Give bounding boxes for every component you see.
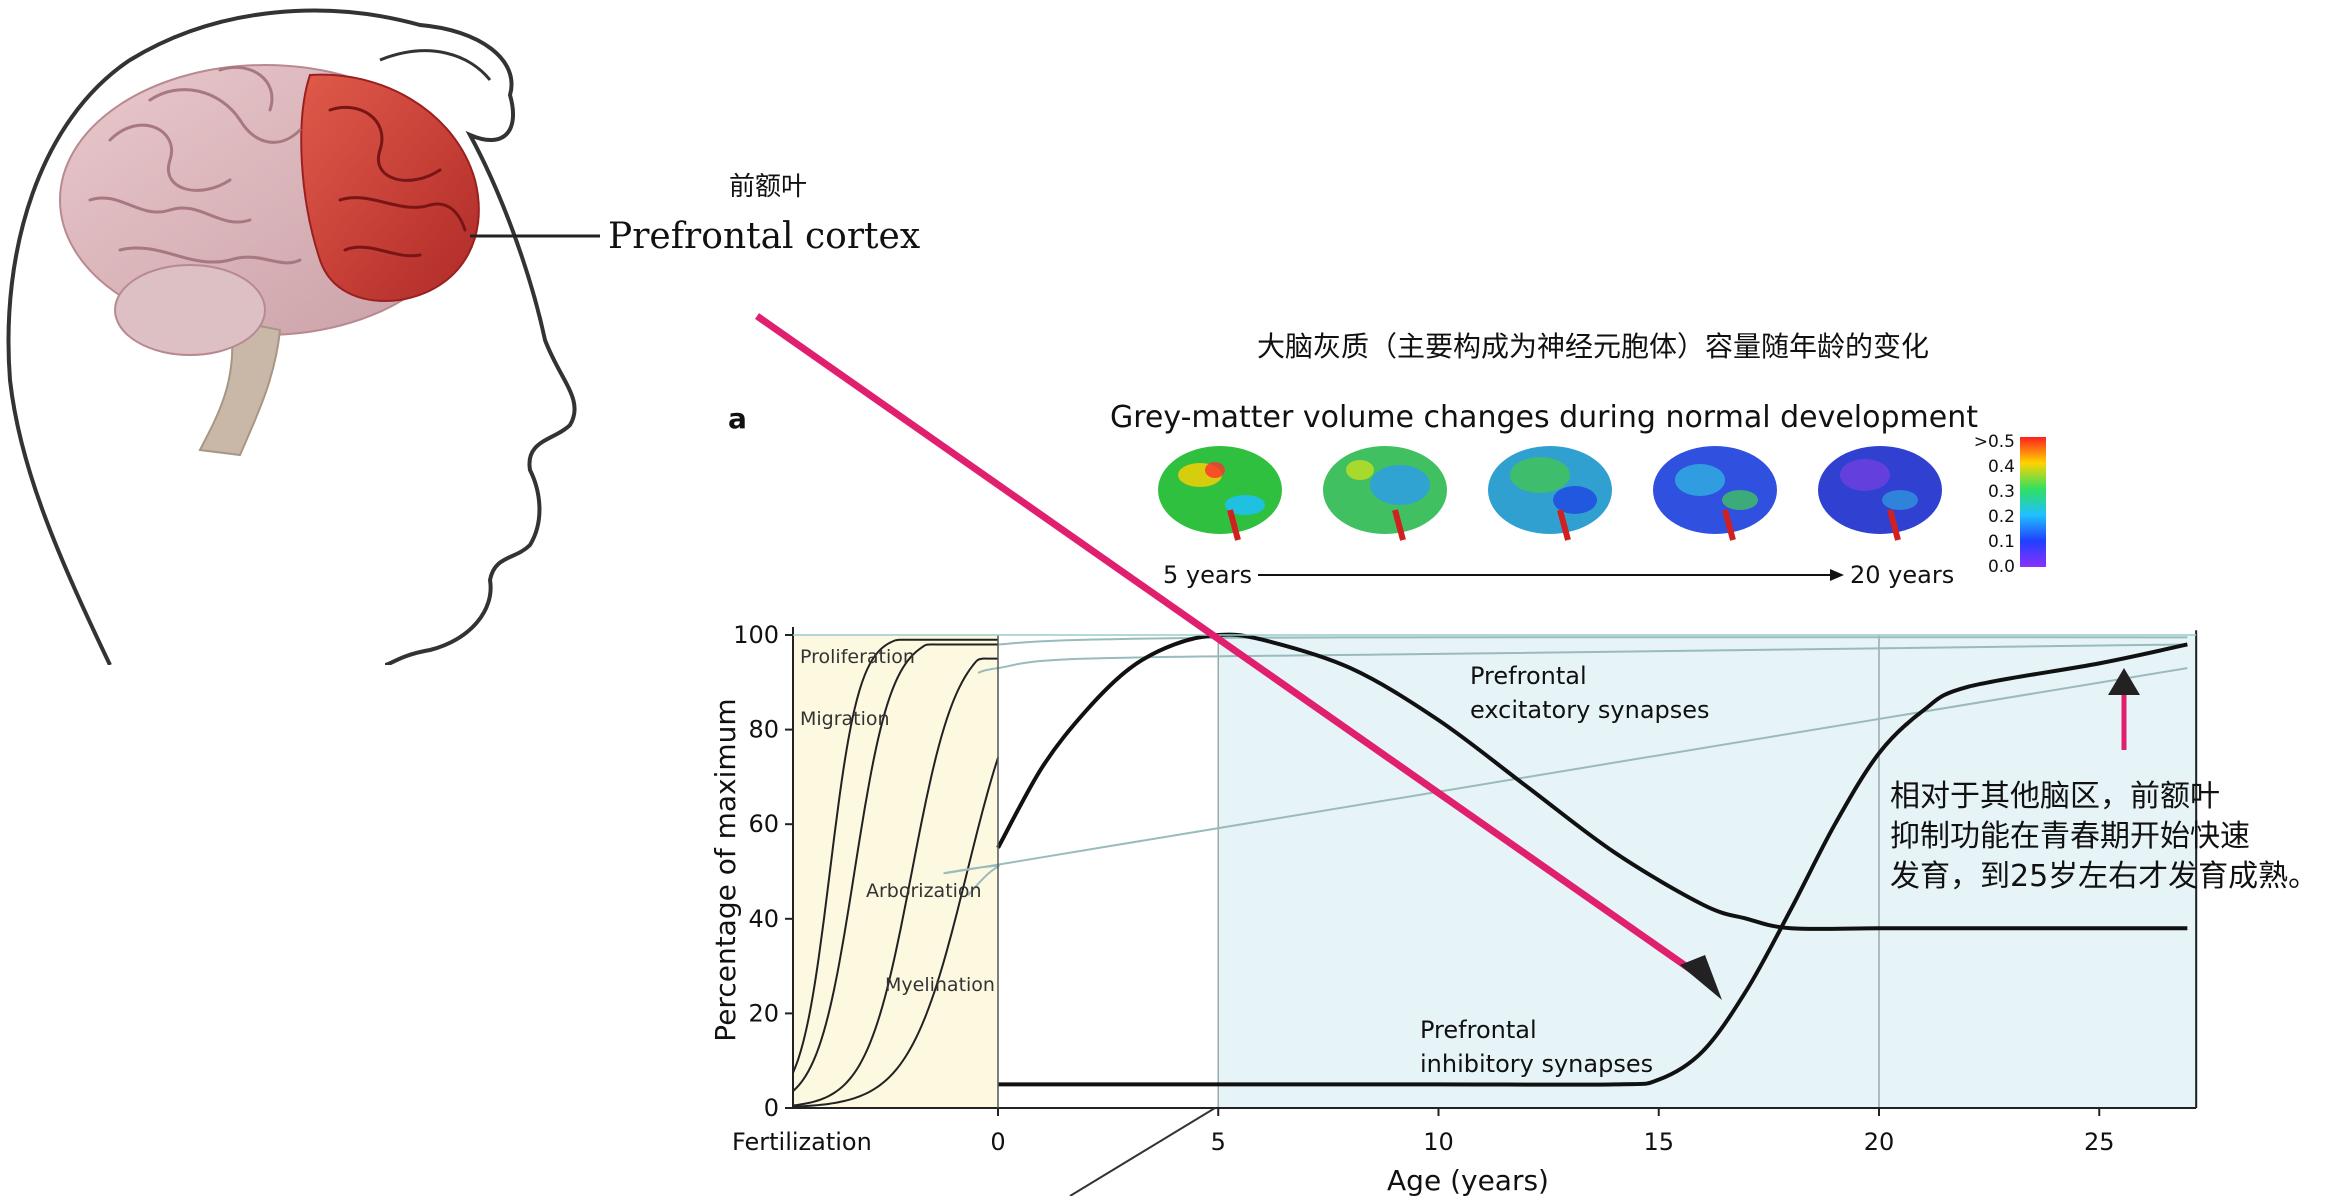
age-end-label: 20 years	[1850, 561, 1954, 589]
pfc-gyri	[328, 105, 467, 258]
label-myelination: Myelination	[885, 974, 995, 996]
brain-map-row	[1158, 446, 1942, 541]
annotation-line-1: 相对于其他脑区，前额叶	[1890, 779, 2220, 814]
x-ticks: 0 5 10 15 20 25	[990, 1108, 2115, 1156]
colorbar-labels: >0.5 0.4 0.3 0.2 0.1 0.0	[1974, 432, 2015, 577]
y-tick-label: 60	[748, 810, 779, 838]
proliferation-continuation	[997, 636, 2188, 646]
x-tick-label: 15	[1643, 1128, 1674, 1156]
y-tick-label: 100	[733, 621, 779, 649]
annotation-arrow-head	[2108, 668, 2140, 695]
panel-letter: a	[728, 402, 747, 435]
figure-heading-cn: 大脑灰质（主要构成为神经元胞体）容量随年龄的变化	[1257, 330, 1929, 363]
postnatal-band	[1218, 635, 2198, 1108]
y-tick-label: 40	[748, 905, 779, 933]
migration-curve	[792, 643, 998, 1092]
series-label-inhibitory-2: inhibitory synapses	[1420, 1050, 1653, 1078]
pointer-arrow-head	[1680, 955, 1722, 1000]
colorbar-label: 0.3	[1988, 482, 2015, 502]
x-axis-label: Age (years)	[1387, 1164, 1549, 1196]
bottom-pointer-line	[1069, 1107, 1216, 1197]
y-axis-label: Percentage of maximum	[709, 698, 742, 1041]
x-tick-label: 0	[990, 1128, 1005, 1156]
head-illustration	[6, 8, 577, 665]
excitatory-synapses-line	[996, 632, 2188, 931]
arborization-curve	[792, 657, 998, 1107]
y-tick-label: 20	[748, 999, 779, 1027]
myelination-curve	[792, 757, 999, 1108]
head-outline	[6, 8, 577, 665]
x-tick-label: 20	[1864, 1128, 1895, 1156]
y-tick-label: 0	[764, 1094, 779, 1122]
colorbar-label: 0.0	[1988, 557, 2015, 577]
cerebellum	[114, 264, 266, 356]
inset-title: Grey-matter volume changes during normal…	[1110, 400, 1978, 435]
prenatal-band	[793, 635, 998, 1108]
migration-continuation	[977, 643, 2188, 674]
label-proliferation: Proliferation	[800, 646, 915, 668]
series-label-inhibitory-1: Prefrontal	[1420, 1016, 1537, 1044]
prefrontal-caption-cn: 前额叶	[729, 172, 807, 202]
prenatal-curves	[792, 638, 999, 1108]
brain-map-5	[1818, 446, 1942, 541]
pointer-arrow-line	[754, 313, 1703, 979]
age-start-label: 5 years	[1163, 561, 1252, 589]
y-ticks: 0 20 40 60 80 100	[733, 621, 793, 1122]
brainstem	[198, 318, 282, 457]
head-inner-line	[379, 49, 492, 81]
brain-map-4	[1653, 446, 1777, 541]
label-migration: Migration	[800, 708, 890, 730]
axes	[792, 627, 2198, 1109]
series-label-excitatory-1: Prefrontal	[1470, 662, 1587, 690]
brain-map-2	[1323, 446, 1447, 541]
series-label-excitatory-2: excitatory synapses	[1470, 696, 1710, 724]
inhibitory-synapses-line	[998, 642, 2188, 1087]
annotation-line-3: 发育，到25岁左右才发育成熟。	[1890, 859, 2318, 894]
brain-map-3	[1488, 446, 1612, 541]
colorbar-label: 0.2	[1988, 507, 2015, 527]
prefrontal-region	[300, 73, 480, 302]
colorbar-label: 0.1	[1988, 532, 2015, 552]
x-tick-label: 25	[2084, 1128, 2115, 1156]
chart: 0 5 10 15 20 25 0 20 40 60 80 100 Percentage of ma…	[709, 621, 2198, 1197]
series-lines	[996, 632, 2188, 1087]
colorbar	[2020, 437, 2046, 567]
gyri-lines	[88, 65, 302, 265]
annotation-line-2: 抑制功能在青春期开始快速	[1890, 819, 2250, 854]
x-tick-label: 10	[1423, 1128, 1454, 1156]
brain-map-1	[1158, 446, 1282, 541]
colorbar-label: 0.4	[1988, 457, 2015, 477]
age-arrow-head	[1830, 569, 1844, 581]
label-arborization: Arborization	[866, 880, 982, 902]
x-tick-label: 5	[1211, 1128, 1226, 1156]
colorbar-label: >0.5	[1974, 432, 2015, 452]
x-origin-label: Fertilization	[732, 1128, 872, 1156]
y-tick-label: 80	[748, 716, 779, 744]
proliferation-curve	[792, 638, 998, 1074]
vertical-gridlines	[1217, 635, 1880, 1108]
prefrontal-label: Prefrontal cortex	[608, 216, 920, 257]
